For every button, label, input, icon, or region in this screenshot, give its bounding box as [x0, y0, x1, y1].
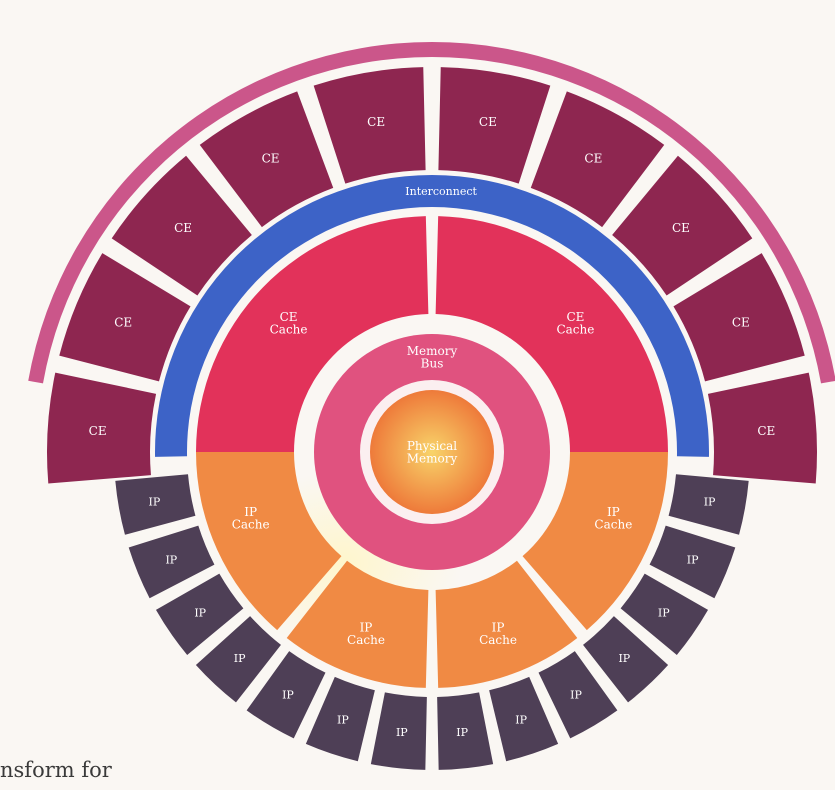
ip-label: IP	[149, 496, 161, 509]
page-text-fragment: nsform for	[0, 758, 112, 782]
ip-label: IP	[704, 496, 716, 509]
ce-label: CE	[174, 221, 192, 235]
ip-label: IP	[687, 553, 699, 566]
ip-label: IP	[194, 606, 206, 619]
ce-label: CE	[114, 315, 132, 329]
interconnect-label: Interconnect	[405, 185, 477, 198]
ce-label: CE	[584, 152, 602, 166]
ce-label: CE	[89, 424, 107, 438]
ip-label: IP	[234, 652, 246, 665]
ce-label: CE	[367, 115, 385, 129]
ip-label: IP	[618, 652, 630, 665]
ip-label: IP	[337, 713, 349, 726]
ip-label: IP	[456, 726, 468, 739]
ce-label: CE	[732, 315, 750, 329]
ce-label: CE	[757, 424, 775, 438]
ip-label: IP	[282, 688, 294, 701]
ip-label: IP	[165, 553, 177, 566]
ip-label: IP	[515, 713, 527, 726]
ip-label: IP	[658, 606, 670, 619]
ce-label: CE	[262, 152, 280, 166]
ip-label: IP	[570, 688, 582, 701]
ip-label: IP	[396, 726, 408, 739]
ce-label: CE	[479, 115, 497, 129]
ce-label: CE	[672, 221, 690, 235]
